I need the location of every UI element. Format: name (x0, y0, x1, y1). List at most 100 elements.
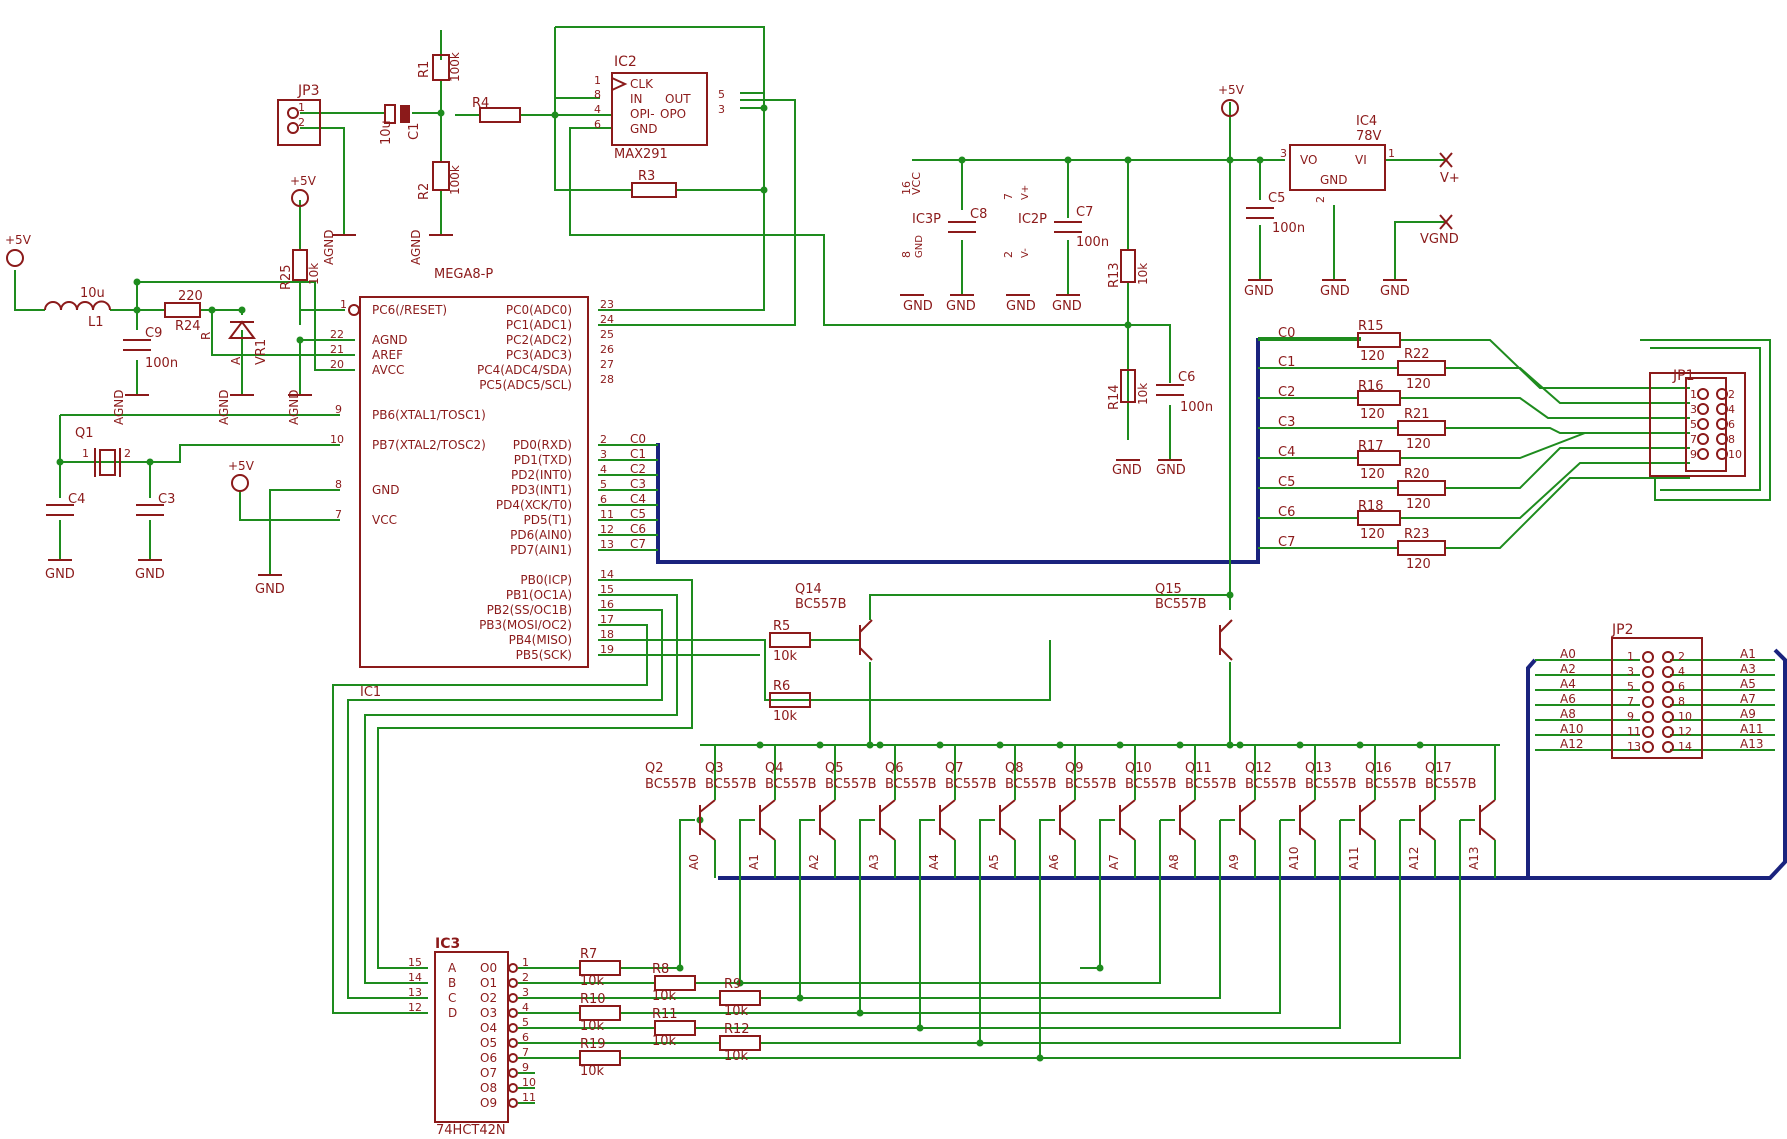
ic2-label: IC2 (614, 54, 637, 70)
jp2-pin (1662, 651, 1674, 663)
transistor-collector (1239, 799, 1256, 813)
transistor-address-label: A5 (987, 854, 1001, 870)
q15-value: BC557B (1155, 597, 1207, 612)
gnd-d: GND (1052, 299, 1082, 314)
junctions (56, 104, 1424, 1062)
r16-value: 120 (1360, 407, 1385, 422)
ic2-out: OUT (665, 92, 691, 106)
jp2-address-label: A4 (1560, 677, 1576, 691)
transistor-value: BC557B (765, 777, 817, 792)
r22-value: 120 (1406, 377, 1431, 392)
r3-label: R3 (638, 169, 655, 184)
jp2-pin-number: 7 (1627, 695, 1634, 708)
r13-value: 10k (1136, 263, 1150, 285)
r13-label: R13 (1107, 262, 1122, 288)
ic3-input-label: B (448, 976, 456, 990)
ic3-output-label: O7 (480, 1066, 497, 1080)
jp1-pin-number: 1 (1690, 388, 1697, 401)
ic2-pin-4: 4 (594, 103, 601, 116)
ic3-input-label: C (448, 991, 456, 1005)
ic1-pin-number: 18 (600, 628, 614, 641)
ic3p-pin-8: 8 (900, 251, 913, 258)
ic1-pin-number: 26 (600, 343, 614, 356)
c5-label: C5 (1268, 191, 1285, 206)
junction-dot (1356, 741, 1364, 749)
jp2-pin (1662, 681, 1674, 693)
junction-dot (551, 111, 559, 119)
ic1-pin-number: 7 (335, 508, 342, 521)
c9-value: 100n (145, 356, 178, 371)
ic3-output-label: O3 (480, 1006, 497, 1020)
ic3-pin-number: 1 (522, 956, 529, 969)
wires (14, 26, 1775, 1104)
ic1-pc4: PC4(ADC4/SDA) (477, 363, 572, 377)
ic3-pin-number: 14 (408, 971, 422, 984)
transistor-collector (1479, 799, 1496, 813)
jp1-pin (1716, 388, 1728, 400)
r15-label: R15 (1358, 319, 1384, 334)
ic1-pin-number: 13 (600, 538, 614, 551)
r4-label: R4 (472, 96, 489, 111)
transistor-value: BC557B (1305, 777, 1357, 792)
ic3-output-label: O6 (480, 1051, 497, 1065)
ic2-in: IN (630, 92, 643, 106)
jp2-pin (1662, 696, 1674, 708)
ic1-xtal1: PB6(XTAL1/TOSC1) (372, 408, 486, 422)
bus-c5: C5 (1278, 475, 1295, 490)
junction-dot (238, 306, 246, 314)
bus-c2: C2 (1278, 385, 1295, 400)
transistor-label: Q9 (1065, 761, 1084, 776)
text-labels: JP3 1 2 10u C1 R1 100k R2 100k AGND R4 I… (5, 52, 1763, 1138)
ic3-resistor-value: 10k (652, 989, 677, 1004)
transistor-value: BC557B (645, 777, 697, 792)
jp2-address-label: A9 (1740, 707, 1756, 721)
transistor-label: Q10 (1125, 761, 1152, 776)
gnd-c: GND (1006, 299, 1036, 314)
ic3-output-label: O2 (480, 991, 497, 1005)
ic3-resistor-value: 10k (724, 1004, 749, 1019)
jp2-address-label: A13 (1740, 737, 1763, 751)
ic4-vi: VI (1355, 153, 1367, 167)
components: Q2BC557BA0Q3BC557BA1Q4BC557BA2Q5BC557BA3… (6, 54, 1746, 1123)
l1-value: 10u (80, 286, 105, 301)
jp2-pin-number: 2 (1678, 650, 1685, 663)
ic1-pc0: PC0(ADC0) (506, 303, 572, 317)
transistor-collector (879, 799, 896, 813)
r23-label: R23 (1404, 527, 1430, 542)
transistor-value: BC557B (705, 777, 757, 792)
ic2-pin-3: 3 (718, 103, 725, 116)
jp2-pin (1642, 696, 1654, 708)
ic1-pin-number: 3 (600, 448, 607, 461)
jp1-pin (1716, 418, 1728, 430)
ic3-resistor-label: R10 (580, 992, 606, 1007)
ic1-pin-number: 8 (335, 478, 342, 491)
q15-label: Q15 (1155, 582, 1182, 597)
transistor-emitter (1219, 647, 1233, 661)
jp2-pin-number: 8 (1678, 695, 1685, 708)
jp3-label: JP3 (297, 83, 319, 99)
transistor-value: BC557B (1365, 777, 1417, 792)
r18-label: R18 (1358, 499, 1384, 514)
junction-dot (56, 458, 64, 466)
ic3-inverter-bubble (508, 978, 518, 988)
c7-value: 100n (1076, 235, 1109, 250)
gnd-vgnd: GND (1380, 284, 1410, 299)
gnd-b: GND (946, 299, 976, 314)
jp1-pin (1697, 433, 1709, 445)
junction-dot (736, 979, 744, 987)
transistor-label: Q8 (1005, 761, 1024, 776)
transistor-address-label: A8 (1167, 854, 1181, 870)
transistor-address-label: A3 (867, 854, 881, 870)
junction-dot (796, 994, 804, 1002)
address-bus-branch (1526, 658, 1537, 878)
ic1-pd5: PD5(T1) (524, 513, 572, 527)
jp1-pin-number: 2 (1728, 388, 1735, 401)
jp2-address-label: A5 (1740, 677, 1756, 691)
ic3-output-label: O8 (480, 1081, 497, 1095)
transistor-label: Q7 (945, 761, 964, 776)
junction-dot (1056, 741, 1064, 749)
jp1-label: JP1 (1672, 368, 1694, 384)
ic1-avcc: AVCC (372, 363, 404, 377)
q14-label: Q14 (795, 582, 822, 597)
transistor-collector (1059, 799, 1076, 813)
